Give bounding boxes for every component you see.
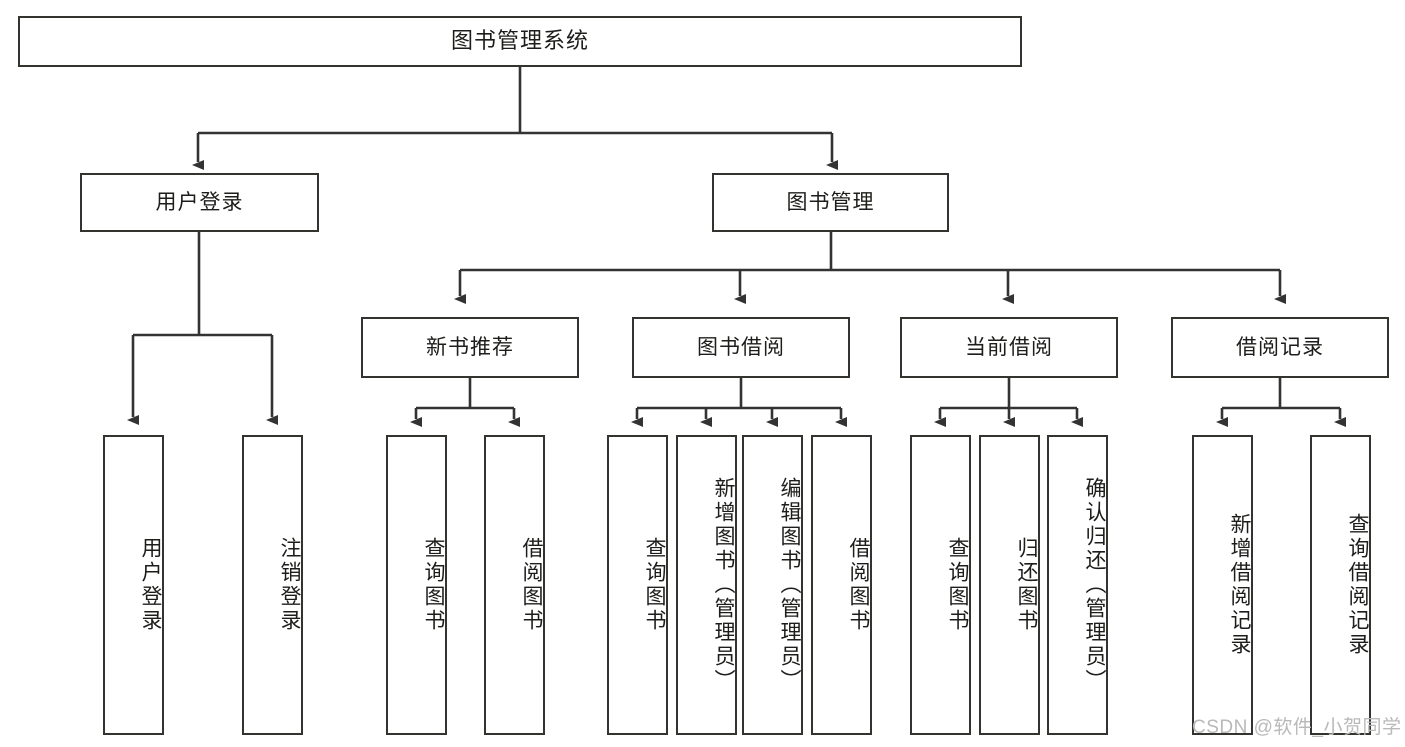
node-borrow-record[interactable]: 借阅记录 xyxy=(1171,317,1389,378)
node-label: 用户登录 xyxy=(155,190,244,214)
node-new-book-recommend[interactable]: 新书推荐 xyxy=(361,317,579,378)
node-label: 借阅图书 xyxy=(520,537,543,633)
leaf-user-login[interactable]: 用户登录 xyxy=(103,435,164,735)
node-label: 新书推荐 xyxy=(426,335,514,359)
watermark-text: CSDN @软件_小贺同学 xyxy=(1192,717,1402,738)
node-root-system[interactable]: 图书管理系统 xyxy=(18,16,1022,67)
leaf-user-logout[interactable]: 注销登录 xyxy=(242,435,303,735)
node-label: 图书管理 xyxy=(786,190,875,214)
node-label: 查询图书 xyxy=(422,537,445,633)
leaf-current-return-book[interactable]: 归还图书 xyxy=(979,435,1040,735)
node-label: 查询借阅记录 xyxy=(1346,513,1369,657)
node-label: 图书管理系统 xyxy=(450,28,589,54)
leaf-borrow-add-book-admin[interactable]: 新增图书（管理员） xyxy=(676,435,737,735)
leaf-newbook-query-book[interactable]: 查询图书 xyxy=(386,435,447,735)
node-label: 新增借阅记录 xyxy=(1228,513,1251,657)
node-book-borrow[interactable]: 图书借阅 xyxy=(632,317,850,378)
leaf-record-query-borrow-record[interactable]: 查询借阅记录 xyxy=(1310,435,1371,735)
node-label: 编辑图书（管理员） xyxy=(778,477,801,693)
node-label: 归还图书 xyxy=(1015,537,1038,633)
node-label: 新增图书（管理员） xyxy=(712,477,735,693)
leaf-borrow-query-book[interactable]: 查询图书 xyxy=(607,435,668,735)
node-label: 查询图书 xyxy=(643,537,666,633)
node-label: 借阅图书 xyxy=(847,537,870,633)
node-label: 查询图书 xyxy=(946,537,969,633)
node-current-borrow[interactable]: 当前借阅 xyxy=(900,317,1118,378)
node-label: 图书借阅 xyxy=(697,335,785,359)
node-label: 当前借阅 xyxy=(965,335,1053,359)
leaf-borrow-edit-book-admin[interactable]: 编辑图书（管理员） xyxy=(742,435,803,735)
leaf-current-query-book[interactable]: 查询图书 xyxy=(910,435,971,735)
leaf-current-confirm-return-admin[interactable]: 确认归还（管理员） xyxy=(1047,435,1108,735)
node-label: 注销登录 xyxy=(278,537,301,633)
node-label: 借阅记录 xyxy=(1236,335,1324,359)
node-user-login[interactable]: 用户登录 xyxy=(80,173,319,232)
leaf-newbook-borrow-book[interactable]: 借阅图书 xyxy=(484,435,545,735)
node-label: 确认归还（管理员） xyxy=(1083,477,1106,693)
node-label: 用户登录 xyxy=(139,537,162,633)
node-book-management[interactable]: 图书管理 xyxy=(712,173,949,232)
leaf-record-add-borrow-record[interactable]: 新增借阅记录 xyxy=(1192,435,1253,735)
leaf-borrow-borrow-book[interactable]: 借阅图书 xyxy=(811,435,872,735)
